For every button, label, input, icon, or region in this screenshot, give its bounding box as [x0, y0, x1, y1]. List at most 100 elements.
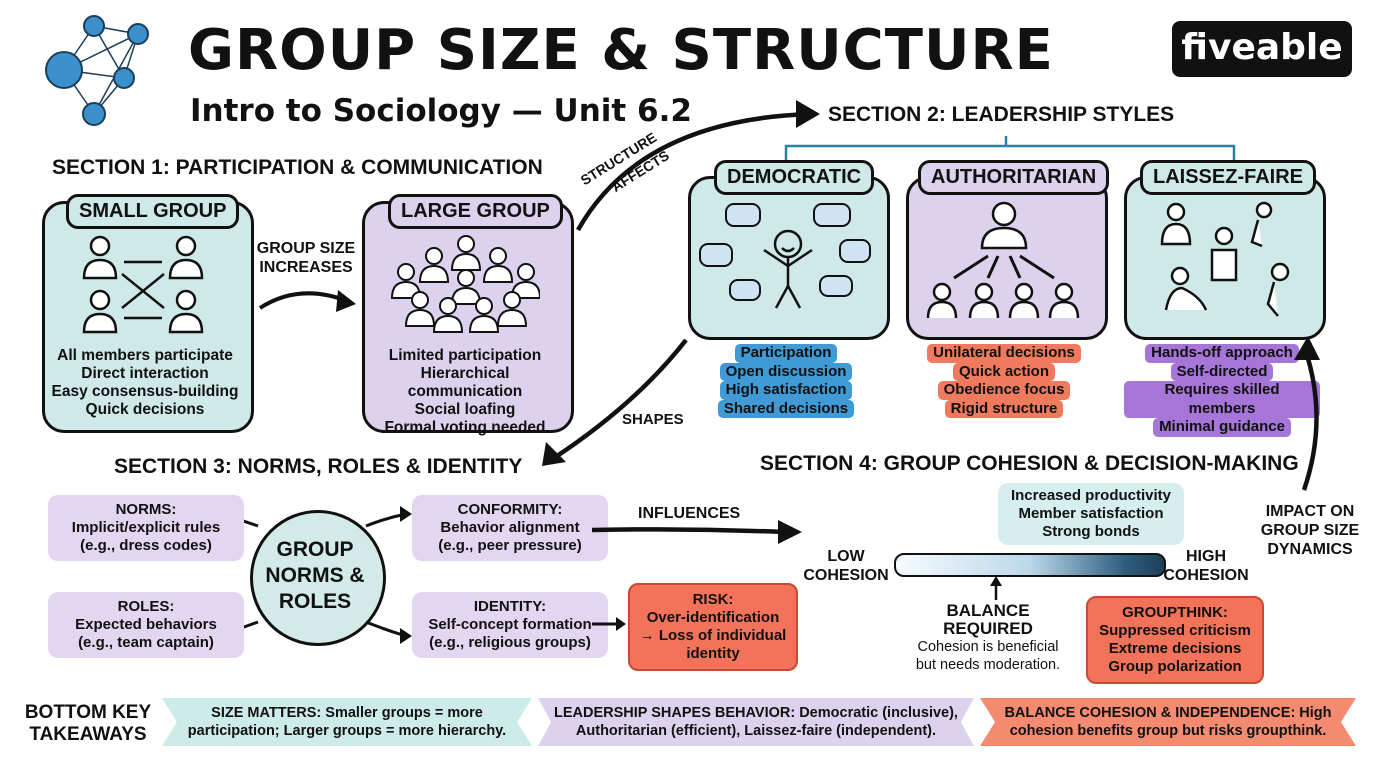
box-line: Strong bonds — [1042, 523, 1140, 540]
page-title: GROUP SIZE & STRUCTURE — [188, 18, 1054, 83]
identity-box: IDENTITY: Self-concept formation (e.g., … — [412, 592, 608, 658]
small-line: Easy consensus-building — [51, 383, 239, 400]
risk-box: RISK: Over-identification → Loss of indi… — [628, 583, 798, 671]
box-line: CONFORMITY: — [457, 501, 563, 518]
box-line: (e.g., religious groups) — [429, 634, 591, 651]
curved-arrow-icon — [258, 290, 356, 312]
footer-label-line: TAKEAWAYS — [29, 724, 147, 745]
leadership-bracket — [784, 136, 1236, 164]
box-line: Increased productivity — [1010, 487, 1172, 504]
box-line: GROUPTHINK: — [1122, 604, 1228, 621]
box-line: Suppressed criticism — [1099, 622, 1251, 639]
democratic-traits: Participation Open discussion High satis… — [688, 344, 884, 418]
small-line: Direct interaction — [81, 365, 209, 382]
takeaway-line: BALANCE COHESION & INDEPENDENCE: High — [1004, 705, 1332, 721]
crowd-icon — [390, 235, 540, 333]
groupthink-box: GROUPTHINK: Suppressed criticism Extreme… — [1086, 596, 1264, 684]
low-cohesion-label: LOW COHESION — [800, 547, 892, 585]
laissez-faire-traits: Hands-off approach Self-directed Require… — [1124, 344, 1320, 437]
trait-chip: High satisfaction — [719, 381, 853, 400]
trait-chip: Self-directed — [1170, 362, 1274, 381]
takeaway-line: cohesion benefits group but risks groupt… — [1009, 723, 1327, 739]
identity-risk-arrow — [592, 617, 626, 631]
impact-line: DYNAMICS — [1267, 541, 1353, 558]
center-line: NORMS & — [265, 564, 365, 587]
authoritarian-tag: AUTHORITARIAN — [918, 160, 1110, 195]
section4-heading: SECTION 4: GROUP COHESION & DECISION-MAK… — [760, 452, 1299, 475]
small-group-people-icon — [82, 235, 204, 334]
large-line: Limited participation — [388, 347, 542, 364]
bottom-key-label: BOTTOM KEY TAKEAWAYS — [20, 702, 156, 746]
trait-chip: Minimal guidance — [1153, 418, 1291, 437]
box-line: Group polarization — [1108, 658, 1242, 675]
takeaway-line: participation; Larger groups = more hier… — [187, 723, 507, 739]
laissez-faire-tag: LAISSEZ-FAIRE — [1140, 160, 1317, 195]
trait-chip: Obedience focus — [937, 381, 1071, 400]
center-line: ROLES — [278, 590, 352, 613]
trait-chip: Open discussion — [719, 362, 853, 381]
balance-line: but needs moderation. — [915, 657, 1061, 673]
cohesion-slider — [894, 553, 1166, 577]
section1-heading: SECTION 1: PARTICIPATION & COMMUNICATION — [52, 156, 543, 179]
label-line: COHESION — [803, 567, 889, 584]
balance-line: Cohesion is beneficial — [917, 639, 1059, 655]
box-line: Expected behaviors — [75, 616, 217, 633]
box-line: (e.g., dress codes) — [80, 537, 212, 554]
balance-title: BALANCE REQUIRED — [943, 601, 1033, 638]
box-line: RISK: — [692, 591, 734, 608]
section2-heading: SECTION 2: LEADERSHIP STYLES — [828, 103, 1175, 126]
norms-box: NORMS: Implicit/explicit rules (e.g., dr… — [48, 495, 244, 561]
impact-line: IMPACT ON — [1265, 503, 1355, 520]
takeaway-line: SIZE MATTERS: Smaller groups = more — [211, 705, 483, 721]
network-icon — [45, 15, 149, 126]
box-line: Behavior alignment — [440, 519, 580, 536]
arrow-label-line: INCREASES — [259, 259, 353, 276]
takeaway-line: LEADERSHIP SHAPES BEHAVIOR: Democratic (… — [554, 705, 958, 721]
takeaway-balance: BALANCE COHESION & INDEPENDENCE: High co… — [980, 698, 1356, 746]
trait-chip: Shared decisions — [717, 399, 855, 418]
small-group-text: All members participate Direct interacti… — [46, 347, 244, 419]
takeaway-leadership: LEADERSHIP SHAPES BEHAVIOR: Democratic (… — [538, 698, 974, 746]
group-norms-label: GROUP NORMS & ROLES — [250, 537, 380, 615]
independent-people-icon — [1160, 201, 1290, 317]
large-line: Formal voting needed — [384, 419, 546, 436]
box-line: Extreme decisions — [1108, 640, 1242, 657]
section3-heading: SECTION 3: NORMS, ROLES & IDENTITY — [114, 455, 523, 478]
influences-label: INFLUENCES — [638, 505, 741, 522]
high-cohesion-label: HIGH COHESION — [1160, 547, 1252, 585]
trait-chip: Participation — [734, 344, 838, 363]
box-line: Over-identification — [646, 609, 780, 626]
takeaway-size: SIZE MATTERS: Smaller groups = more part… — [162, 698, 532, 746]
structure-affects-arrow — [576, 100, 820, 232]
large-line: Social loafing — [414, 401, 516, 418]
democratic-tag: DEMOCRATIC — [714, 160, 875, 195]
large-group-tag: LARGE GROUP — [388, 194, 563, 229]
group-norms-circle — [250, 510, 386, 646]
large-group-text: Limited participation Hierarchical commu… — [366, 347, 564, 437]
trait-chip: Rigid structure — [944, 399, 1064, 418]
box-line: (e.g., team captain) — [78, 634, 214, 651]
hierarchy-icon — [926, 201, 1080, 319]
roles-box: ROLES: Expected behaviors (e.g., team ca… — [48, 592, 244, 658]
fiveable-logo: fiveable — [1172, 21, 1352, 77]
impact-label: IMPACT ON GROUP SIZE DYNAMICS — [1260, 502, 1360, 559]
box-line: → Loss of individual — [639, 627, 787, 644]
balance-arrow — [990, 576, 1002, 600]
trait-chip: Unilateral decisions — [927, 344, 1081, 363]
box-line: Member satisfaction — [1018, 505, 1164, 522]
impact-arrow — [1287, 336, 1320, 530]
trait-chip: Quick action — [952, 362, 1056, 381]
balance-note: BALANCE REQUIRED Cohesion is beneficial … — [900, 602, 1076, 674]
arrow-label-line: GROUP SIZE — [256, 240, 356, 257]
conformity-box: CONFORMITY: Behavior alignment (e.g., pe… — [412, 495, 608, 561]
label-line: COHESION — [1163, 567, 1249, 584]
shapes-label: SHAPES — [622, 411, 684, 428]
box-line: NORMS: — [115, 501, 177, 518]
authoritarian-traits: Unilateral decisions Quick action Obedie… — [906, 344, 1102, 418]
trait-chip: Hands-off approach — [1145, 344, 1299, 363]
trait-chip: Requires skilled members — [1124, 381, 1320, 418]
box-line: ROLES: — [117, 598, 175, 615]
group-size-increases-label: GROUP SIZE INCREASES — [254, 239, 358, 277]
box-line: Self-concept formation — [428, 616, 592, 633]
small-line: All members participate — [57, 347, 233, 364]
